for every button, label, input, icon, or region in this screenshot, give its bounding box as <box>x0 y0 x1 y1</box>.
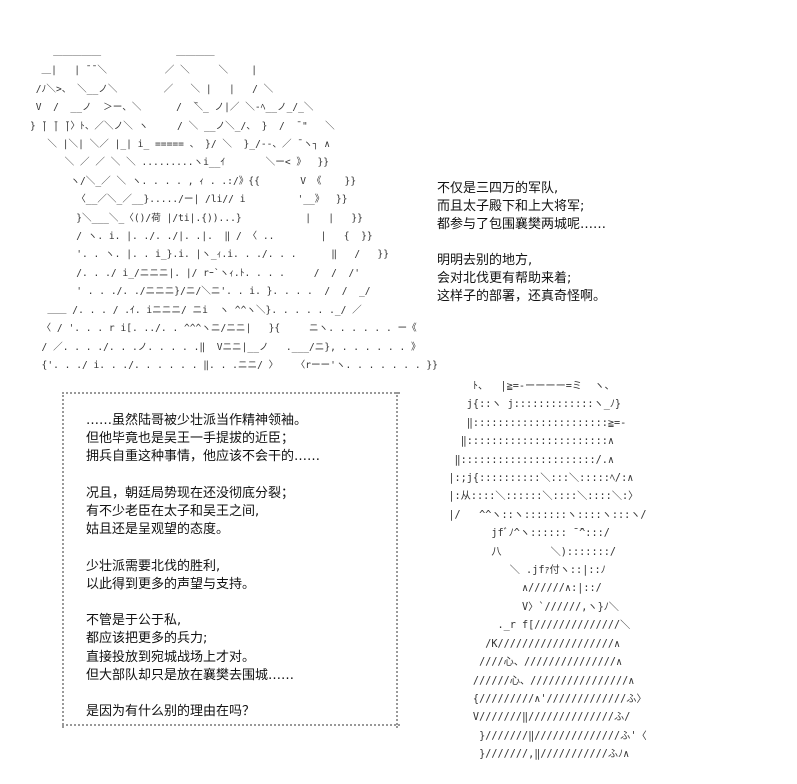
speech-line: 以此得到更多的声望与支持。 <box>86 576 256 592</box>
speech-line <box>86 539 320 557</box>
caption-line: 这样子的部署，还真奇怪啊。 <box>437 289 607 304</box>
speech-line: ……虽然陆哥被少壮派当作精神领袖。 <box>86 413 308 428</box>
speech-line: 况且，朝廷局势现在还没彻底分裂； <box>86 485 295 501</box>
narration-caption: 不仅是三四万的军队, 而且太子殿下和上大将军; 都参与了包围襄樊两城呢…… 明明去别… <box>437 180 606 306</box>
speech-line: 直接投放到宛城战场上才对。 <box>86 649 256 665</box>
art-top-line: ＿＿ /. . . / .ｲ. iニニニ/ ニi ヽ ^^ヽ＼}. . . . … <box>30 304 362 316</box>
art-right-line: /K///////////////////∧ <box>430 638 621 650</box>
art-right-line: ＼ .jfｧ付ヽ::|::ﾉ <box>430 565 606 577</box>
art-top-line: ' . . ./. ./ニニニ}/ニ/＼ニ'. . i. }. . . . / … <box>30 286 371 298</box>
speech-box-border-right <box>396 392 400 728</box>
art-top-line: ヽ/＼_／ ＼ ヽ. . . . , ｨ . .:/》{{ V 《 }} <box>30 175 357 187</box>
art-right-line: //////心、////////////////∧ <box>430 675 635 687</box>
speech-line: 都应该把更多的兵力; <box>86 631 208 647</box>
art-right-line: 八 ＼):::::::/ <box>430 546 616 558</box>
art-top-line: 〈__／＼_／__}...../ー| /li// i '__》 }} <box>30 194 348 206</box>
speech-box-border-left <box>62 392 66 728</box>
art-right-line: ‖::::::::::::::::::::::/.∧ <box>430 454 615 466</box>
art-top-line: '. . ヽ. |. . i_}.i. |ヽ_ｨ.i. . ./. . . ‖ … <box>30 249 389 261</box>
art-right-line: V///////‖//////////////ふ/ <box>430 712 631 724</box>
speech-line: 不管是于公于私, <box>86 613 182 629</box>
caption-line: 明明去别的地方, <box>437 253 533 268</box>
speech-box-border-bottom <box>62 724 400 728</box>
speech-line: 姑且还是呈观望的态度。 <box>86 522 230 538</box>
art-top-line: 〈 / '. . . r i[. ../. . ^^^ヽニ/ニニ| }{ ニヽ.… <box>30 323 417 335</box>
art-right-line: ﾄ、 |≧=-ーーーー=ミ ヽ、 <box>430 381 615 392</box>
art-top-line: / ヽ. i. |. ./. ./|. .|. ‖ / 〈 .. | { }} <box>30 231 373 243</box>
art-top-line: /. . ./ i_/ニニニ|. |/ rｰ`ヽｨ.ﾄ. . . . / / /… <box>30 267 361 279</box>
speech-line: 有不少老臣在太子和吴王之间, <box>86 504 260 520</box>
ascii-art-top: ＿＿＿＿＿ ＿＿＿＿ ＿| | ̄ ̄ ＼ ／ ＼ ＼ | /ﾉ＼>、 ＼__ノ… <box>30 44 438 375</box>
art-top-line: /ﾉ＼>、 ＼__ノ＼ ／ ＼ | | / ＼ <box>30 83 274 95</box>
art-top-line: ＿＿＿＿＿ ＿＿＿＿ <box>30 47 215 58</box>
speech-box: ……虽然陆哥被少壮派当作精神领袖。但他毕竟也是吴王一手提拔的近臣； 拥兵自重这种事… <box>62 392 400 728</box>
art-top-line: / ／. . . ./. . .ノ. . . . .‖ Vニニ|__ノ .___… <box>30 341 421 353</box>
art-right-line: {/////////∧'/////////////ふ〉 <box>430 693 647 705</box>
speech-line: 是因为有什么别的理由在吗？ <box>86 704 256 720</box>
art-right-line: }///////,‖///////////ふﾉ∧ <box>430 749 630 761</box>
art-top-line: {'. . ./ i. . ./. . . . . . ‖. . .ニニ/ 〉 … <box>30 359 438 371</box>
art-top-line: ＼ |＼| ＼／ |_| i_ ===== 、 }/ ＼ }_/--、／ ̄ ヽ… <box>30 139 331 151</box>
speech-line <box>86 467 320 485</box>
art-top-line: } ̄| ̄| ̄|〉ﾄ、／＼ノ＼ ヽ / ＼ __ノ＼_/、 } / ̄ " … <box>30 120 335 132</box>
speech-line <box>86 594 320 612</box>
caption-line: 不仅是三四万的军队, <box>437 181 559 196</box>
speech-line: 拥兵自重这种事情，他应该不会干的…… <box>86 449 321 465</box>
speech-box-border-top <box>62 392 400 396</box>
art-right-line: }///////‖//////////////ふ'〈 <box>430 730 647 742</box>
caption-line <box>437 234 606 252</box>
art-right-line: ._r f[//////////////＼ <box>430 620 631 632</box>
speech-line <box>86 685 320 703</box>
art-right-line: j{::ヽ j:::::::::::::ヽ_ﾉ} <box>430 399 622 411</box>
caption-line: 而且太子殿下和上大将军; <box>437 199 585 214</box>
art-right-line: |/ ^^ヽ::ヽ:::::::ヽ::::ヽ:::ヽ/ <box>430 509 647 521</box>
art-right-line: jfﾞﾉ^ヽ:::::: ̄ ̄^:::/ <box>430 528 610 540</box>
art-right-line: |:;j{::::::::::＼:::＼:::::ﾍ/:∧ <box>430 473 634 485</box>
speech-line: 少壮派需要北伐的胜利, <box>86 558 221 574</box>
art-top-line: }＼___＼_〈()/荷 |/ti|.{))...} | | }} <box>30 212 363 224</box>
speech-line: 但大部队却只是放在襄樊去围城…… <box>86 667 295 683</box>
speech-line: 但他毕竟也是吴王一手提拔的近臣； <box>86 431 295 447</box>
art-top-line: ＿| | ̄ ̄ ＼ ／ ＼ ＼ | <box>30 65 258 77</box>
art-right-line: |:从::::＼::::::＼::::＼::::＼:〉 <box>430 491 639 503</box>
art-right-line: V〉`//////,ヽ}ﾉ＼ <box>430 601 619 613</box>
art-right-line: ////心、///////////////∧ <box>430 657 623 669</box>
art-right-line: ‖::::::::::::::::::::::≧=- <box>430 417 627 429</box>
caption-line: 会对北伐更有帮助来着; <box>437 271 572 286</box>
speech-box-text: ……虽然陆哥被少壮派当作精神领袖。但他毕竟也是吴王一手提拔的近臣； 拥兵自重这种事… <box>86 412 320 721</box>
ascii-art-character: ﾄ、 |≧=-ーーーー=ミ ヽ、 j{::ヽ j:::::::::::::ヽ_ﾉ… <box>430 378 647 765</box>
art-right-line: ‖:::::::::::::::::::::::∧ <box>430 436 615 448</box>
caption-line: 都参与了包围襄樊两城呢…… <box>437 217 607 232</box>
art-top-line: ＼ ／ ／ ＼ ＼ .........ヽi__ｲ ＼ー< 》 }} <box>30 157 330 169</box>
art-top-line: V / __ノ ＞ー、＼ / ̄＼_ ノ|／ ＼-ﾍ__ノ_/_＼ <box>30 102 314 114</box>
art-right-line: ∧//////∧:|::/ <box>430 583 602 595</box>
